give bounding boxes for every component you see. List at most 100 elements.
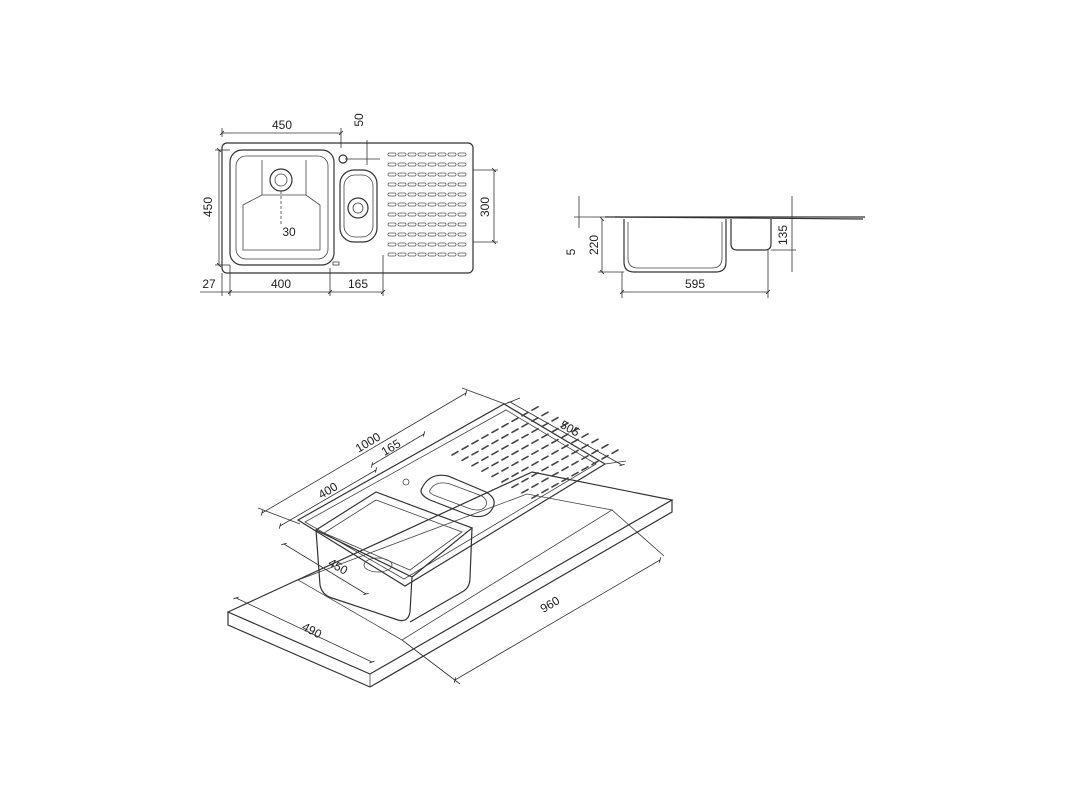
drainer-groove xyxy=(407,212,417,217)
iso-drainer-groove xyxy=(521,466,529,472)
iso-drainer-groove xyxy=(491,461,499,467)
drainer-groove xyxy=(407,172,417,177)
drainer-groove xyxy=(407,182,417,187)
iso-drainer-groove xyxy=(551,460,559,466)
iso-drainer-groove xyxy=(571,471,579,477)
drainer-groove xyxy=(397,222,407,227)
iso-drainer-groove xyxy=(551,438,559,444)
dim-595: 595 xyxy=(685,277,705,291)
iso-drainer-groove xyxy=(521,488,529,494)
iso-drainer-groove xyxy=(521,477,529,483)
drainer-groove xyxy=(457,162,467,167)
iso-drainer-groove xyxy=(531,460,539,467)
drainer-groove xyxy=(397,242,407,247)
drainer-groove xyxy=(387,162,397,167)
drainer-groove xyxy=(417,222,427,227)
iso-drainer-groove xyxy=(531,405,539,412)
drainer-groove xyxy=(387,192,397,197)
drainer-groove xyxy=(447,252,457,257)
iso-drainer-groove xyxy=(571,460,579,466)
iso-drainer-groove xyxy=(531,493,539,500)
iso-drainer-groove xyxy=(491,450,499,456)
iso-drainer-groove xyxy=(521,433,529,439)
drainer-groove xyxy=(437,252,447,257)
iso-drainer-groove xyxy=(481,433,489,440)
drainer-groove xyxy=(397,232,407,237)
iso-dim-1000: 1000 xyxy=(353,430,383,456)
iso-drainer-groove xyxy=(521,455,529,461)
drainer-groove xyxy=(417,212,427,217)
drainer-groove xyxy=(447,222,457,227)
iso-drainer-groove xyxy=(531,416,539,423)
dim-30: 30 xyxy=(282,225,296,239)
drainer-groove xyxy=(457,192,467,197)
iso-drainer-groove xyxy=(561,466,569,472)
drainer-groove xyxy=(417,192,427,197)
drainer-groove xyxy=(407,232,417,237)
drainer-groove xyxy=(397,202,407,207)
drainer-groove xyxy=(447,212,457,217)
iso-drainer-groove xyxy=(521,422,529,428)
iso-drainer-groove xyxy=(601,454,609,460)
iso-drainer-groove xyxy=(451,450,459,456)
iso-drainer-groove xyxy=(531,438,539,445)
drainer-groove xyxy=(427,242,437,247)
isometric-view: 1000 165 400 505 450 960 490 xyxy=(226,387,674,688)
dim-220: 220 xyxy=(587,235,601,255)
drainer-groove xyxy=(387,232,397,237)
iso-drainer-groove xyxy=(501,455,509,461)
drainer-groove xyxy=(457,212,467,217)
drainer-groove xyxy=(447,202,457,207)
iso-drainer-groove xyxy=(521,444,529,450)
dim-50: 50 xyxy=(352,113,366,127)
drainer-groove xyxy=(427,222,437,227)
iso-drainer-groove xyxy=(531,449,539,456)
small-bowl xyxy=(339,169,378,243)
iso-drainer-groove xyxy=(511,439,519,445)
drainer-groove xyxy=(447,182,457,187)
drainer-groove xyxy=(457,232,467,237)
iso-drainer-groove xyxy=(541,444,549,450)
dim-27: 27 xyxy=(202,277,216,291)
drainer-groove xyxy=(407,252,417,257)
drainer-groove xyxy=(447,232,457,237)
drainer-groove xyxy=(437,202,447,207)
drainer-groove xyxy=(427,152,437,157)
drainer-groove xyxy=(407,152,417,157)
drainer-groove xyxy=(457,242,467,247)
iso-drainer-groove xyxy=(501,477,509,483)
iso-drainer-groove xyxy=(511,417,519,423)
drainer-groove xyxy=(427,192,437,197)
iso-dim-450: 450 xyxy=(326,555,351,577)
drainer-groove xyxy=(457,222,467,227)
drainer-groove xyxy=(397,172,407,177)
iso-dim-165: 165 xyxy=(379,436,404,458)
iso-drainer-groove xyxy=(531,471,539,478)
drainer-groove xyxy=(407,202,417,207)
iso-drainer-groove xyxy=(531,482,539,489)
drainer-groove xyxy=(437,152,447,157)
iso-drainer-groove xyxy=(501,444,509,450)
iso-drainer-groove xyxy=(611,449,619,455)
drainer-groove xyxy=(457,152,467,157)
drainer-groove xyxy=(457,172,467,177)
drainer-groove xyxy=(417,202,427,207)
drainer-groove xyxy=(397,162,407,167)
iso-drainer-groove xyxy=(561,477,569,483)
side-small-bowl xyxy=(730,219,772,251)
drainer-groove xyxy=(417,162,427,167)
iso-drainer-groove xyxy=(521,411,529,417)
iso-drainer-groove xyxy=(571,449,579,455)
drainer-groove xyxy=(437,222,447,227)
dim-400: 400 xyxy=(271,277,291,291)
drainer-groove xyxy=(387,152,397,157)
iso-drainer-groove xyxy=(541,466,549,472)
drainer-groove xyxy=(437,162,447,167)
drainer-groove xyxy=(397,212,407,217)
drainer-groove xyxy=(387,172,397,177)
drainer-groove xyxy=(427,232,437,237)
drainer-groove xyxy=(397,152,407,157)
side-view: 5 220 135 595 xyxy=(564,196,865,298)
drainer-groove xyxy=(427,162,437,167)
iso-drainer-groove xyxy=(511,461,519,467)
